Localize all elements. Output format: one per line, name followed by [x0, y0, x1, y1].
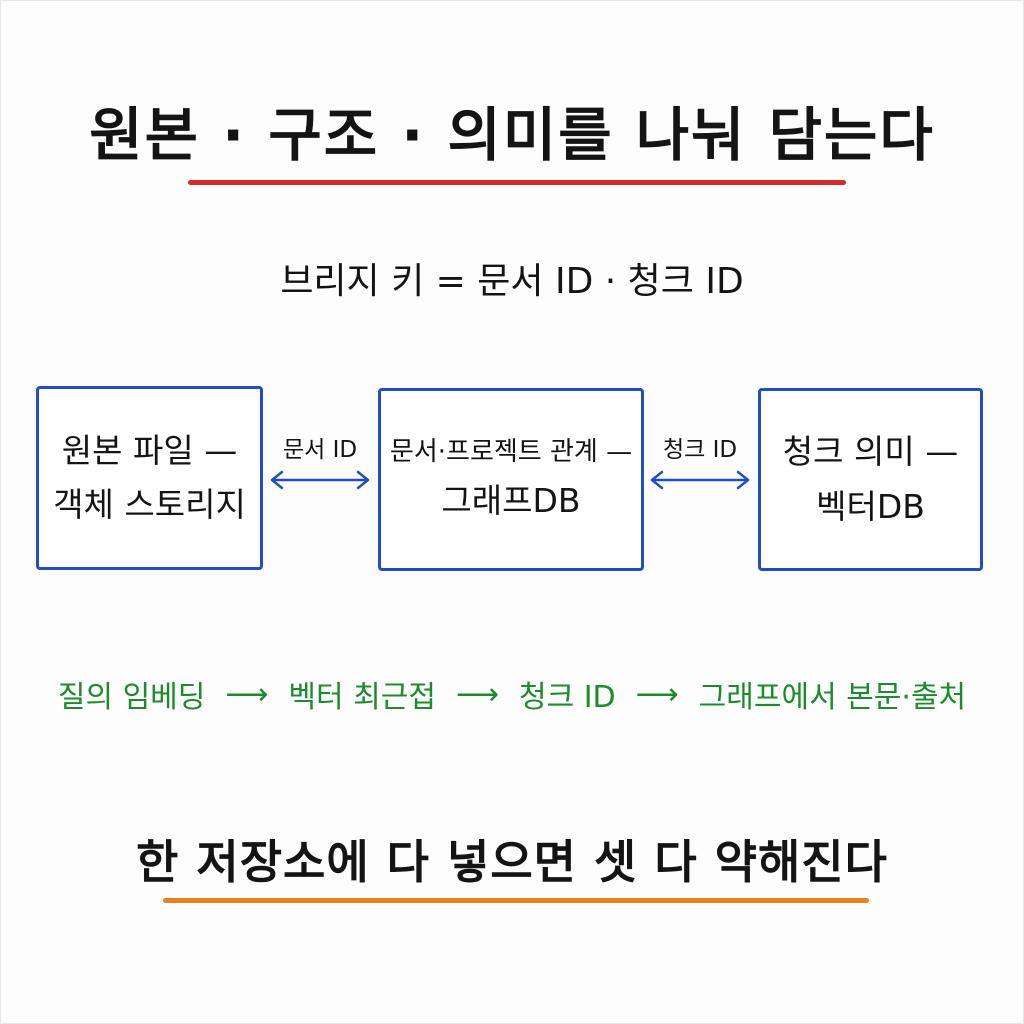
vector-db-box: 청크 의미 — 벡터DB — [758, 388, 983, 571]
conclusion-text: 한 저장소에 다 넣으면 셋 다 약해진다 — [136, 835, 888, 889]
flow-step-query-embedding: 질의 임베딩 — [57, 680, 206, 715]
flow-step-chunk-id: 청크 ID — [518, 680, 616, 715]
conclusion-underline — [163, 898, 869, 903]
flow-arrow-icon: ⟶ — [225, 676, 269, 712]
flow-arrow-icon: ⟶ — [455, 676, 499, 712]
flow-step-graph-lookup: 그래프에서 본문·출처 — [698, 680, 967, 715]
document-id-link-label: 문서 ID — [282, 437, 358, 463]
graph-db-box-line-2: 그래프DB — [441, 480, 581, 520]
vector-db-box-line-2: 벡터DB — [816, 486, 925, 526]
flow-step-vector-nearest: 벡터 최근접 — [288, 680, 436, 715]
bidirectional-arrow-icon — [270, 470, 370, 490]
vector-db-box-line-1: 청크 의미 — — [782, 432, 959, 472]
flow-arrow-icon: ⟶ — [635, 676, 679, 712]
bidirectional-arrow-icon — [650, 470, 750, 490]
object-storage-box-line-1: 원본 파일 — — [61, 430, 238, 470]
chunk-id-link-label: 청크 ID — [662, 437, 738, 463]
object-storage-box: 원본 파일 — 객체 스토리지 — [36, 386, 263, 570]
query-flow: 질의 임베딩 ⟶ 벡터 최근접 ⟶ 청크 ID ⟶ 그래프에서 본문·출처 — [0, 672, 1024, 716]
object-storage-box-line-2: 객체 스토리지 — [53, 485, 246, 524]
title-underline — [188, 180, 846, 185]
bridge-key-subtitle: 브리지 키 = 문서 ID · 청크 ID — [280, 261, 744, 302]
graph-db-box: 문서·프로젝트 관계 — 그래프DB — [378, 388, 644, 571]
diagram-title: 원본 · 구조 · 의미를 나눠 담는다 — [89, 101, 935, 169]
graph-db-box-line-1: 문서·프로젝트 관계 — — [389, 436, 633, 467]
